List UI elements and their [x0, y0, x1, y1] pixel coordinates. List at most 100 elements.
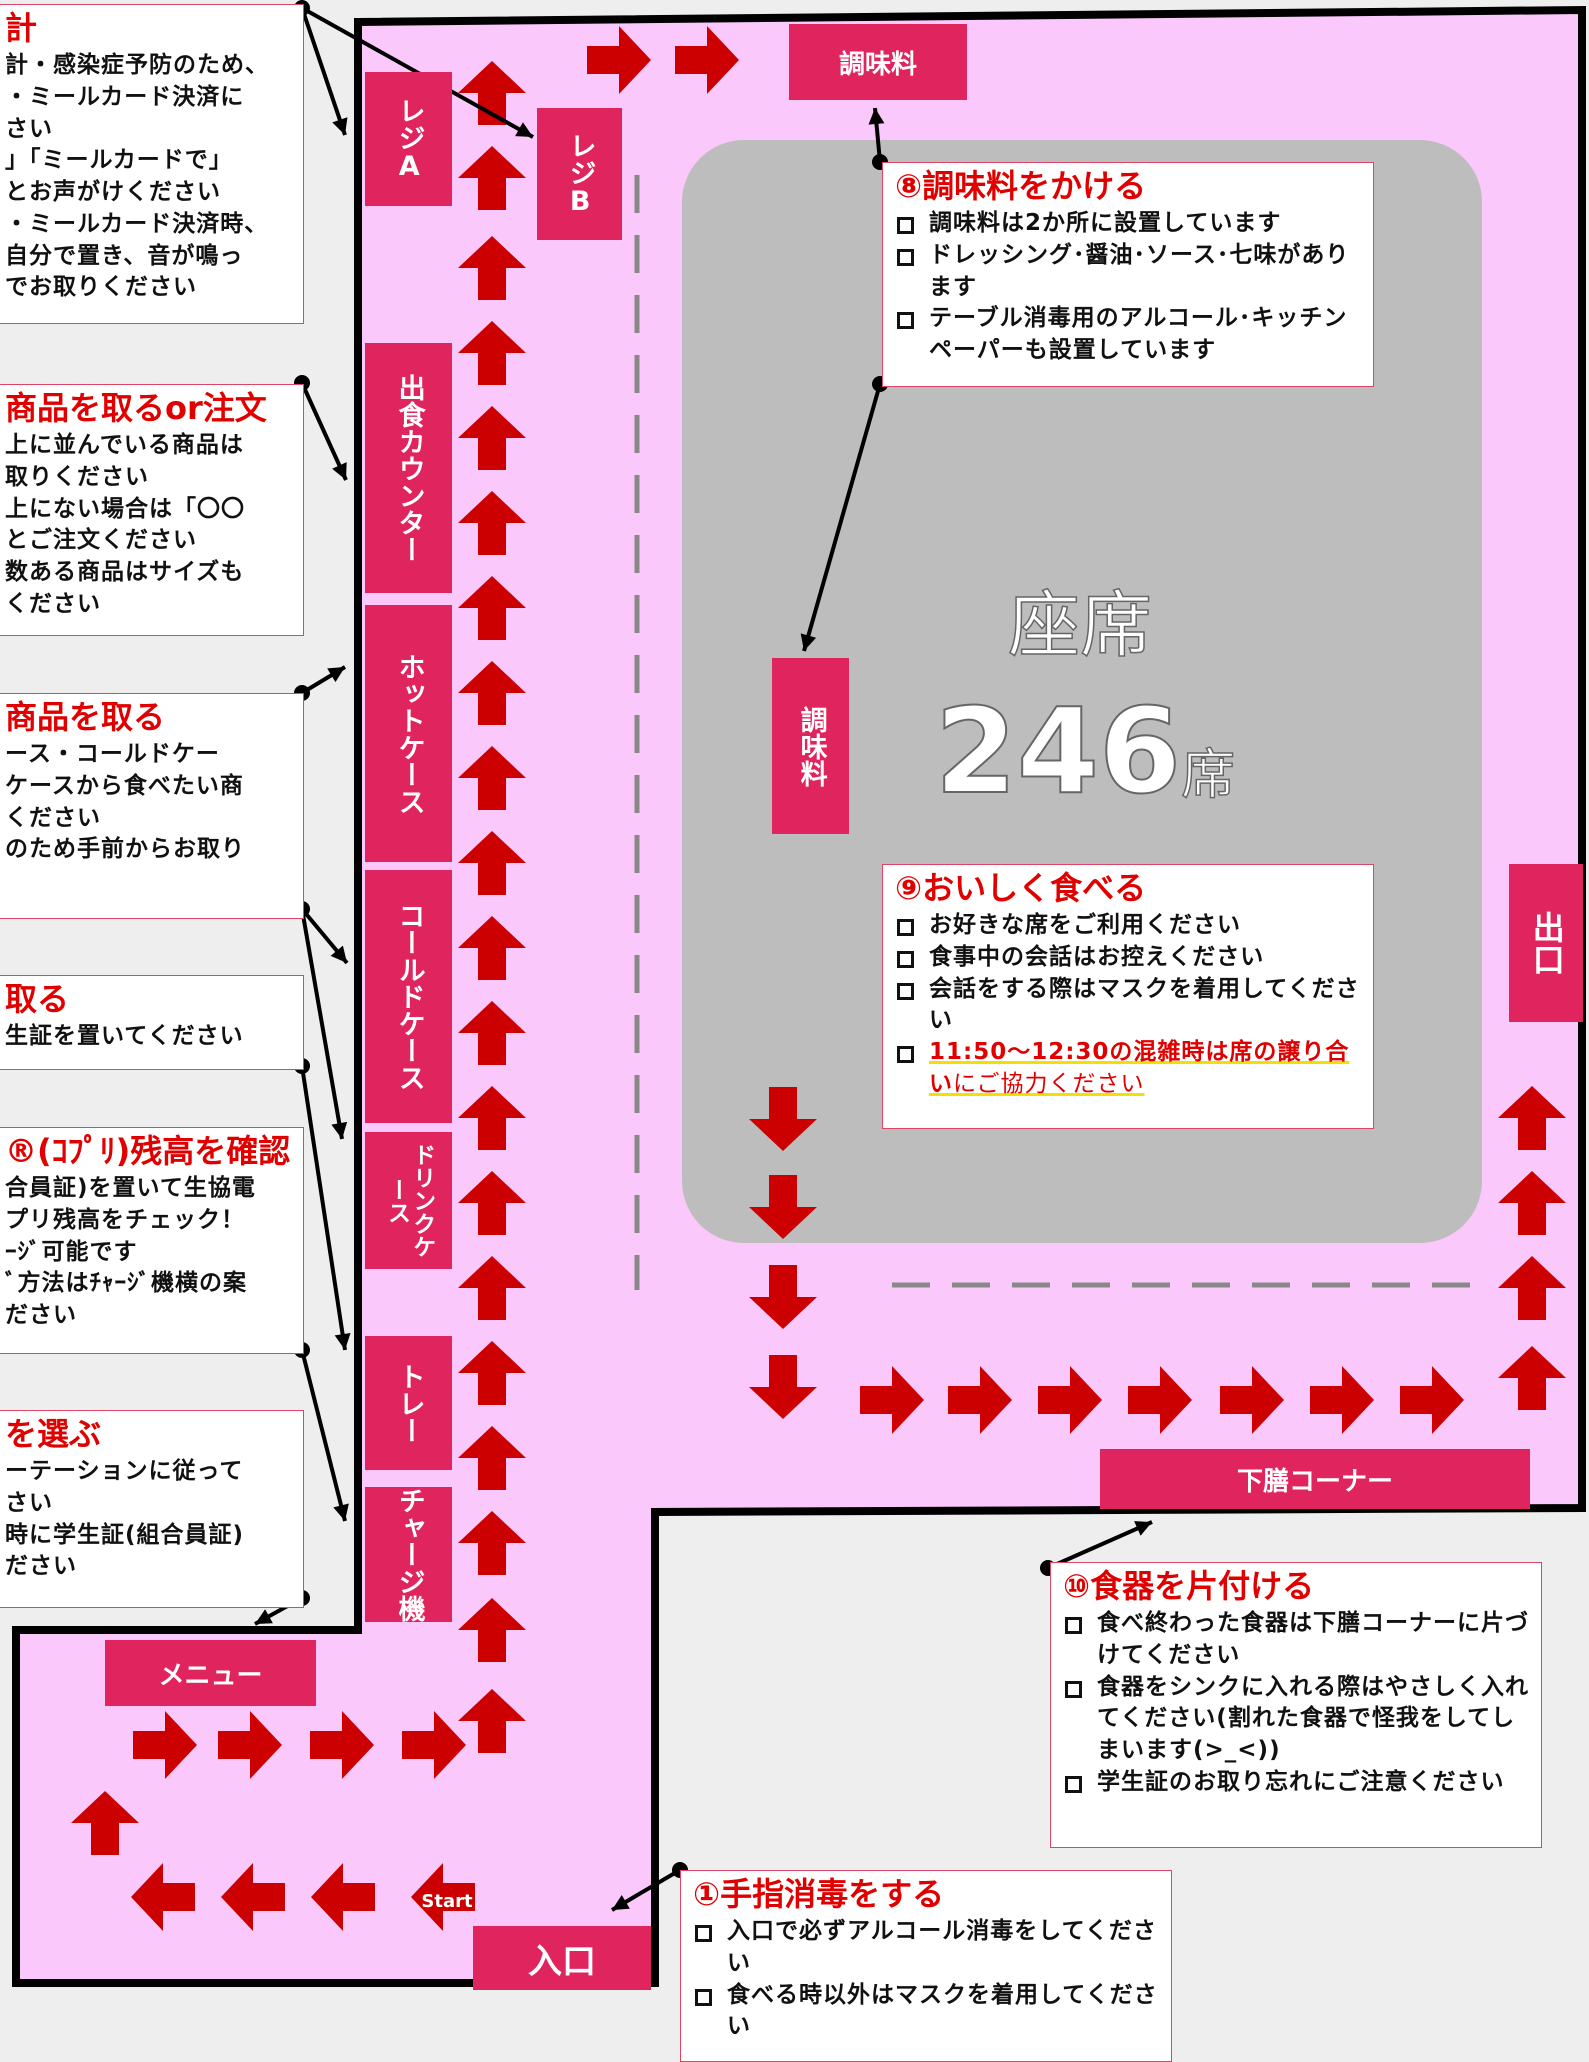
pointer-tray-head: [334, 1332, 351, 1350]
step9-highlight-item: 11:50～12:30の混雑時は席の譲り合いにご協力ください: [895, 1037, 1363, 1100]
balance-line: ださい: [5, 1302, 77, 1329]
flow-arrow-right: [1128, 1366, 1192, 1434]
pointer-hot-case-head: [327, 667, 345, 683]
pointer-serving-head: [332, 462, 347, 480]
return-corner-label: 下膳コーナー: [1100, 1449, 1530, 1509]
charge-machine-label: チャージ機: [365, 1487, 452, 1622]
balance-title: ®(ｺﾌﾟﾘ)残高を確認: [5, 1132, 291, 1170]
register-line: とお声がけください: [5, 179, 221, 206]
step10-box: ⑩食器を片付ける 食べ終わった食器は下膳コーナーに片づけてください 食器をシンク…: [1050, 1562, 1542, 1848]
step9-item: お好きな席をご利用ください: [895, 910, 1363, 942]
flow-arrow-right: [1038, 1366, 1102, 1434]
flow-arrow-right: [675, 26, 739, 94]
seating-title: 座席: [1007, 582, 1153, 668]
drink-case-label: ドリンクケース: [365, 1132, 452, 1269]
menu-line: ーテーションに従って: [5, 1458, 244, 1485]
flow-arrow-up: [458, 406, 526, 470]
serving-box: 商品を取るor注文 上に並んでいる商品は 取りください 上にない場合は「〇〇 と…: [0, 384, 304, 636]
flow-arrow-left: [221, 1863, 285, 1931]
balance-line: 合員証)を置いて生協電: [5, 1175, 256, 1202]
flow-arrow-up: [458, 1341, 526, 1405]
flow-arrow-right: [133, 1711, 197, 1779]
register-line: ・ミールカード決済に: [5, 83, 245, 110]
flow-arrow-up: [458, 1001, 526, 1065]
step1-item: 食べる時以外はマスクを着用してください: [693, 1980, 1161, 2043]
register-title: 計: [5, 9, 38, 47]
step10-title: ⑩食器を片付ける: [1063, 1567, 1315, 1605]
pointer-return-head: [1134, 1521, 1152, 1536]
flow-arrow-up: [1498, 1171, 1566, 1235]
menu-label: メニュー: [105, 1640, 316, 1706]
pointer-drink-case: [300, 908, 344, 1140]
step8-box: ⑧調味料をかける 調味料は2か所に設置しています ドレッシング･醤油･ソース･七…: [882, 162, 1374, 387]
flow-arrow-up: [458, 1171, 526, 1235]
hot-case-label: ホットケース: [365, 605, 452, 862]
register-b-label: レジB: [537, 108, 622, 240]
hot-cold-line: のため手前からお取り: [5, 836, 245, 863]
pointer-serving: [300, 382, 348, 481]
seating-count-group: 246 席: [920, 680, 1250, 811]
flow-arrow-right: [1220, 1366, 1284, 1434]
hot-cold-line: ース・コールドケー: [5, 741, 220, 768]
pointer-charge-head: [333, 1503, 349, 1521]
serving-title: 商品を取るor注文: [5, 389, 267, 427]
balance-line: ﾞ方法はﾁｬｰｼﾞ機横の案: [5, 1270, 247, 1297]
serving-counter-label: 出食カウンター: [365, 343, 452, 593]
flow-arrow-left: [131, 1863, 195, 1931]
step1-title: ①手指消毒をする: [693, 1875, 945, 1913]
register-line: さい: [5, 115, 53, 142]
serving-line: とご注文ください: [5, 527, 197, 554]
flow-arrow-up: [1498, 1346, 1566, 1410]
step9-highlight-rest: にご協力ください: [953, 1070, 1145, 1097]
flow-arrow-right: [948, 1366, 1012, 1434]
flow-arrow-down: [749, 1087, 817, 1151]
pointer-tray: [300, 1065, 347, 1351]
tray-line: 生証を置いてください: [5, 1023, 244, 1050]
menu-box: を選ぶ ーテーションに従って さい 時に学生証(組合員証) ださい: [0, 1410, 304, 1608]
step9-title: ⑨おいしく食べる: [895, 869, 1147, 907]
flow-arrow-up: [458, 831, 526, 895]
flow-arrow-up: [458, 1598, 526, 1662]
flow-arrow-up: [458, 1086, 526, 1150]
flow-arrow-left: [411, 1863, 475, 1931]
step1-box: ①手指消毒をする 入口で必ずアルコール消毒をしてください 食べる時以外はマスクを…: [680, 1870, 1172, 2062]
step8-item: テーブル消毒用のアルコール･キッチンペーパーも設置しています: [895, 303, 1363, 366]
flow-arrow-up: [458, 321, 526, 385]
pointer-condiments-top-head: [868, 108, 885, 125]
flow-arrow-up: [458, 61, 526, 125]
menu-title: を選ぶ: [5, 1415, 102, 1453]
hot-cold-title: 商品を取る: [5, 698, 166, 736]
register-line: 自分で置き、音が鳴っ: [5, 242, 244, 269]
flow-arrow-up: [458, 1426, 526, 1490]
flow-arrow-up: [1498, 1256, 1566, 1320]
register-line: でお取りください: [5, 274, 197, 301]
hot-cold-line: ケースから食べたい商: [5, 772, 244, 799]
pointer-drink-case-head: [331, 1121, 348, 1139]
flow-arrow-up: [458, 661, 526, 725]
flow-arrow-up: [458, 916, 526, 980]
start-label: Start: [421, 1891, 473, 1912]
partition-lines: [634, 175, 1492, 1290]
flow-arrow-left: [311, 1863, 375, 1931]
pointer-condiments-mid-head: [800, 633, 817, 651]
pointer-register-b-head: [515, 122, 533, 137]
tray-title: 取る: [5, 980, 70, 1018]
flow-arrow-up: [458, 146, 526, 210]
serving-line: ください: [5, 590, 101, 617]
flow-arrow-right: [310, 1711, 374, 1779]
pointer-return: [1047, 1520, 1153, 1570]
menu-line: ださい: [5, 1553, 77, 1580]
serving-line: 取りください: [5, 463, 149, 490]
cold-case-label: コールドケース: [365, 870, 452, 1123]
flow-arrow-right: [587, 26, 651, 94]
register-line: 計・感染症予防のため、: [5, 52, 269, 79]
step8-item: 調味料は2か所に設置しています: [895, 208, 1363, 240]
flow-arrow-right: [402, 1711, 466, 1779]
balance-box: ®(ｺﾌﾟﾘ)残高を確認 合員証)を置いて生協電 プリ残高をチェック！ ｰｼﾞ可…: [0, 1127, 304, 1354]
entrance-label: 入口: [473, 1926, 651, 1990]
register-a-label: レジA: [365, 72, 452, 206]
pointer-condiments-mid: [802, 383, 882, 652]
tray-label: トレー: [365, 1336, 452, 1470]
step8-item: ドレッシング･醤油･ソース･七味があります: [895, 240, 1363, 303]
